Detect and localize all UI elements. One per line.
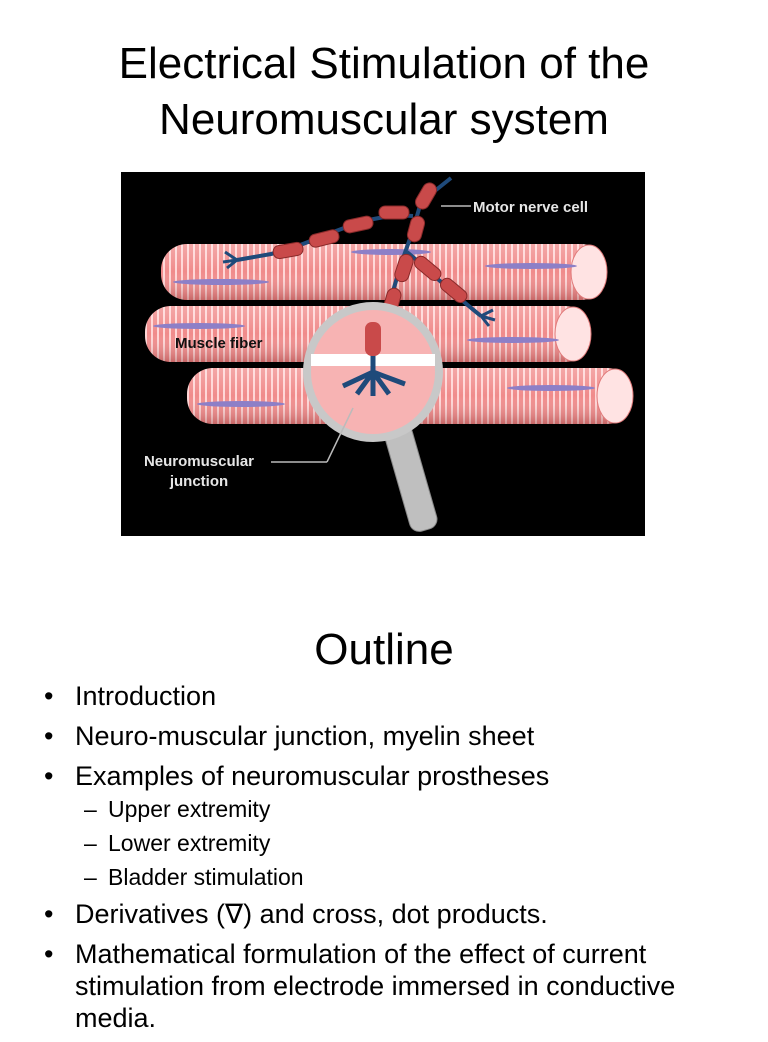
list-item: • Neuro-muscular junction, myelin sheet <box>0 720 768 752</box>
leader-junction-d <box>326 407 354 463</box>
outline-list: • Introduction • Neuro-muscular junction… <box>0 680 768 1042</box>
bullet-icon: • <box>44 761 54 791</box>
slide-title-line-1: Electrical Stimulation of the <box>118 39 650 88</box>
label-muscle-fiber: Muscle fiber <box>175 335 263 352</box>
list-item-text: Mathematical formulation of the effect o… <box>75 939 676 1033</box>
neuromuscular-illustration: Motor nerve cell Muscle fiber Neuromuscu… <box>121 172 645 536</box>
list-item: • Examples of neuromuscular prostheses <box>0 760 768 792</box>
label-motor-nerve-cell: Motor nerve cell <box>473 199 588 216</box>
dash-icon: – <box>84 830 97 856</box>
list-item-text: Introduction <box>75 681 217 711</box>
dash-icon: – <box>84 864 97 890</box>
list-item: • Mathematical formulation of the effect… <box>0 938 768 1034</box>
sub-list-item: – Lower extremity <box>0 828 768 858</box>
list-item-text: Neuro-muscular junction, myelin sheet <box>75 721 535 751</box>
magnifier-icon <box>303 302 443 532</box>
bullet-icon: • <box>44 899 54 929</box>
list-item: • Introduction <box>0 680 768 712</box>
bullet-icon: • <box>44 721 54 751</box>
muscle-fiber-top <box>161 244 608 300</box>
sub-list-item-text: Bladder stimulation <box>108 864 304 890</box>
sub-list-item-text: Upper extremity <box>108 796 271 822</box>
label-junction: junction <box>169 473 228 490</box>
outline-title: Outline <box>314 625 454 674</box>
sub-list-item-text: Lower extremity <box>108 830 271 856</box>
bullet-icon: • <box>44 681 54 711</box>
sub-list-item: – Bladder stimulation <box>0 862 768 892</box>
motor-nerve <box>222 176 496 357</box>
dash-icon: – <box>84 796 97 822</box>
slide-title-line-2: Neuromuscular system <box>159 95 609 144</box>
slide-title: Electrical Stimulation of the Neuromuscu… <box>0 36 768 148</box>
list-item: • Derivatives (∇) and cross, dot product… <box>0 898 768 930</box>
bullet-icon: • <box>44 939 54 969</box>
list-item-text: Derivatives (∇) and cross, dot products. <box>75 899 548 929</box>
neuromuscular-svg: Motor nerve cell Muscle fiber Neuromuscu… <box>144 176 634 532</box>
list-item-text: Examples of neuromuscular prostheses <box>75 761 550 791</box>
sub-list-item: – Upper extremity <box>0 794 768 824</box>
label-neuromuscular: Neuromuscular <box>144 453 254 470</box>
